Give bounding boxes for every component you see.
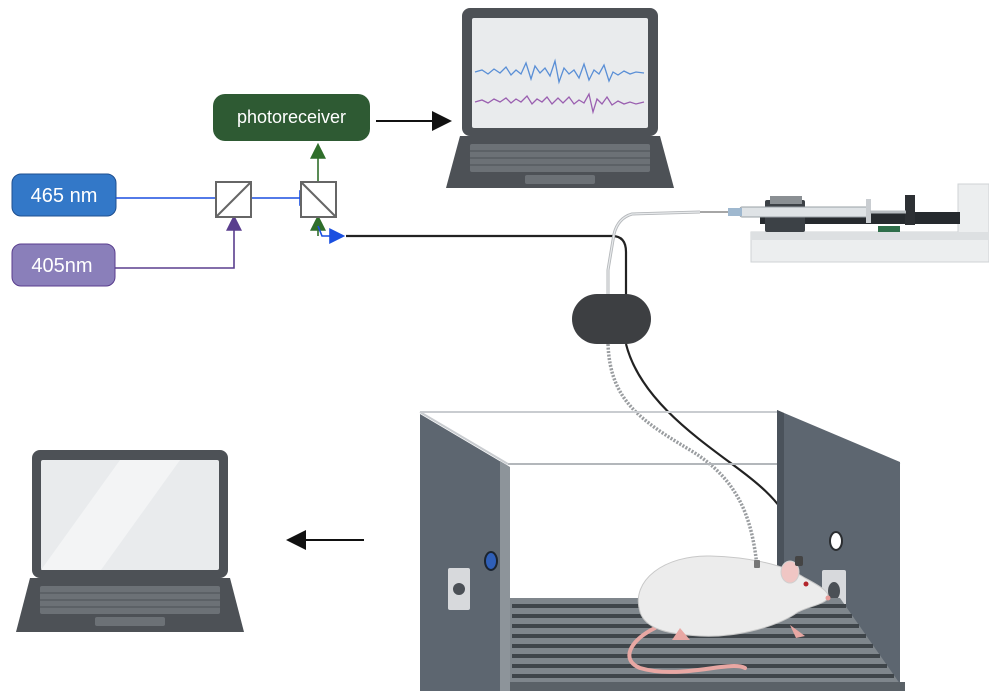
signal-trace-purple [474,92,645,115]
tether-spring [606,343,759,567]
signal-trace-blue [474,58,645,85]
syringe-pump-icon [700,183,989,263]
behavior-laptop [16,450,244,632]
led-405-box: 405nm [11,243,116,287]
photoreceiver-label: photoreceiver [237,107,346,127]
recording-laptop [446,8,674,188]
rotary-joint-icon [572,294,651,344]
beam-splitter-icon [215,181,252,218]
optical-fiber [346,234,628,300]
photoreceiver-box: photoreceiver [213,94,370,141]
tether-fiber [624,343,802,563]
operant-chamber-icon [419,410,905,691]
beam-splitter-icon [300,181,337,218]
rat-icon [627,555,831,674]
cue-light-white [829,531,843,551]
led-405-label: 405nm [31,255,92,277]
led-465-label: 465 nm [31,185,98,207]
cue-light-blue [484,551,498,571]
led-465-box: 465 nm [11,173,117,217]
infusion-tubing [606,210,701,300]
